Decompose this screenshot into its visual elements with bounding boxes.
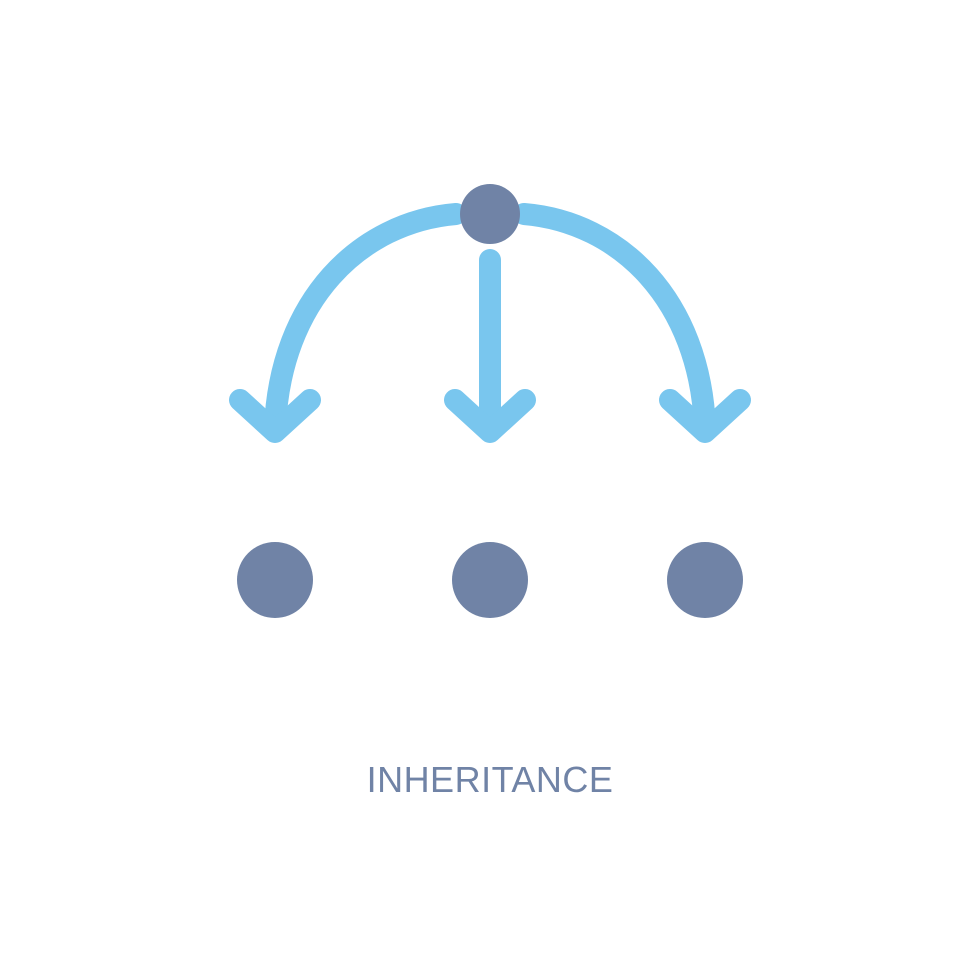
left-arrowhead <box>229 389 321 443</box>
child-node-left <box>237 542 313 618</box>
child-node-center <box>452 542 528 618</box>
center-arrowhead <box>444 389 536 443</box>
right-arc-arrow <box>513 203 716 439</box>
caption-label: INHERITANCE <box>366 759 614 800</box>
right-arrowhead <box>659 389 751 443</box>
left-arc-arrow <box>264 203 467 439</box>
parent-node <box>460 184 520 244</box>
child-node-right <box>667 542 743 618</box>
